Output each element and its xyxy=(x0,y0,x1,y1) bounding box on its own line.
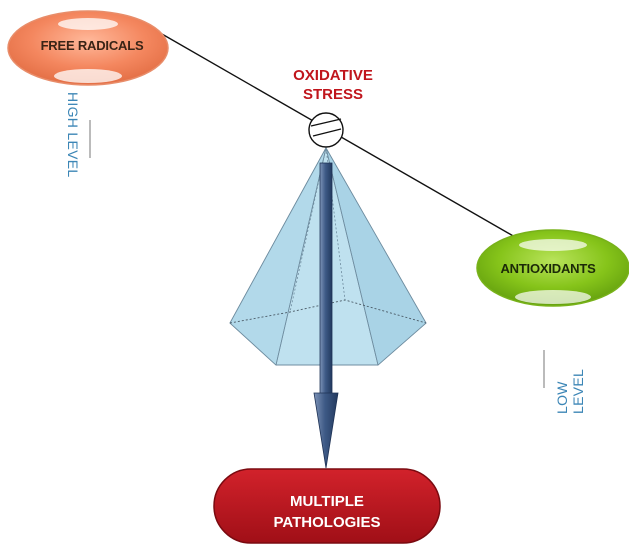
free-radicals-label: FREE RADICALS xyxy=(40,38,144,53)
antioxidants-label: ANTIOXIDANTS xyxy=(500,261,596,276)
multiple-pathologies-node xyxy=(213,468,441,544)
title-line-2: STRESS xyxy=(302,86,363,103)
high-level-label: HIGH LEVEL xyxy=(65,92,81,178)
title-line-1: OXIDATIVE xyxy=(293,67,373,84)
outcome-line-2: PATHOLOGIES xyxy=(273,514,381,531)
down-arrow xyxy=(313,162,339,469)
free-radicals-node xyxy=(7,10,169,86)
oxidative-stress-title: OXIDATIVE STRESS xyxy=(268,66,398,104)
antioxidants-node xyxy=(476,229,629,307)
multiple-pathologies-label: MULTIPLE PATHOLOGIES xyxy=(215,491,439,533)
pivot-circle xyxy=(308,112,344,148)
outcome-line-1: MULTIPLE xyxy=(290,493,364,510)
low-level-label: LOW LEVEL xyxy=(554,368,586,414)
